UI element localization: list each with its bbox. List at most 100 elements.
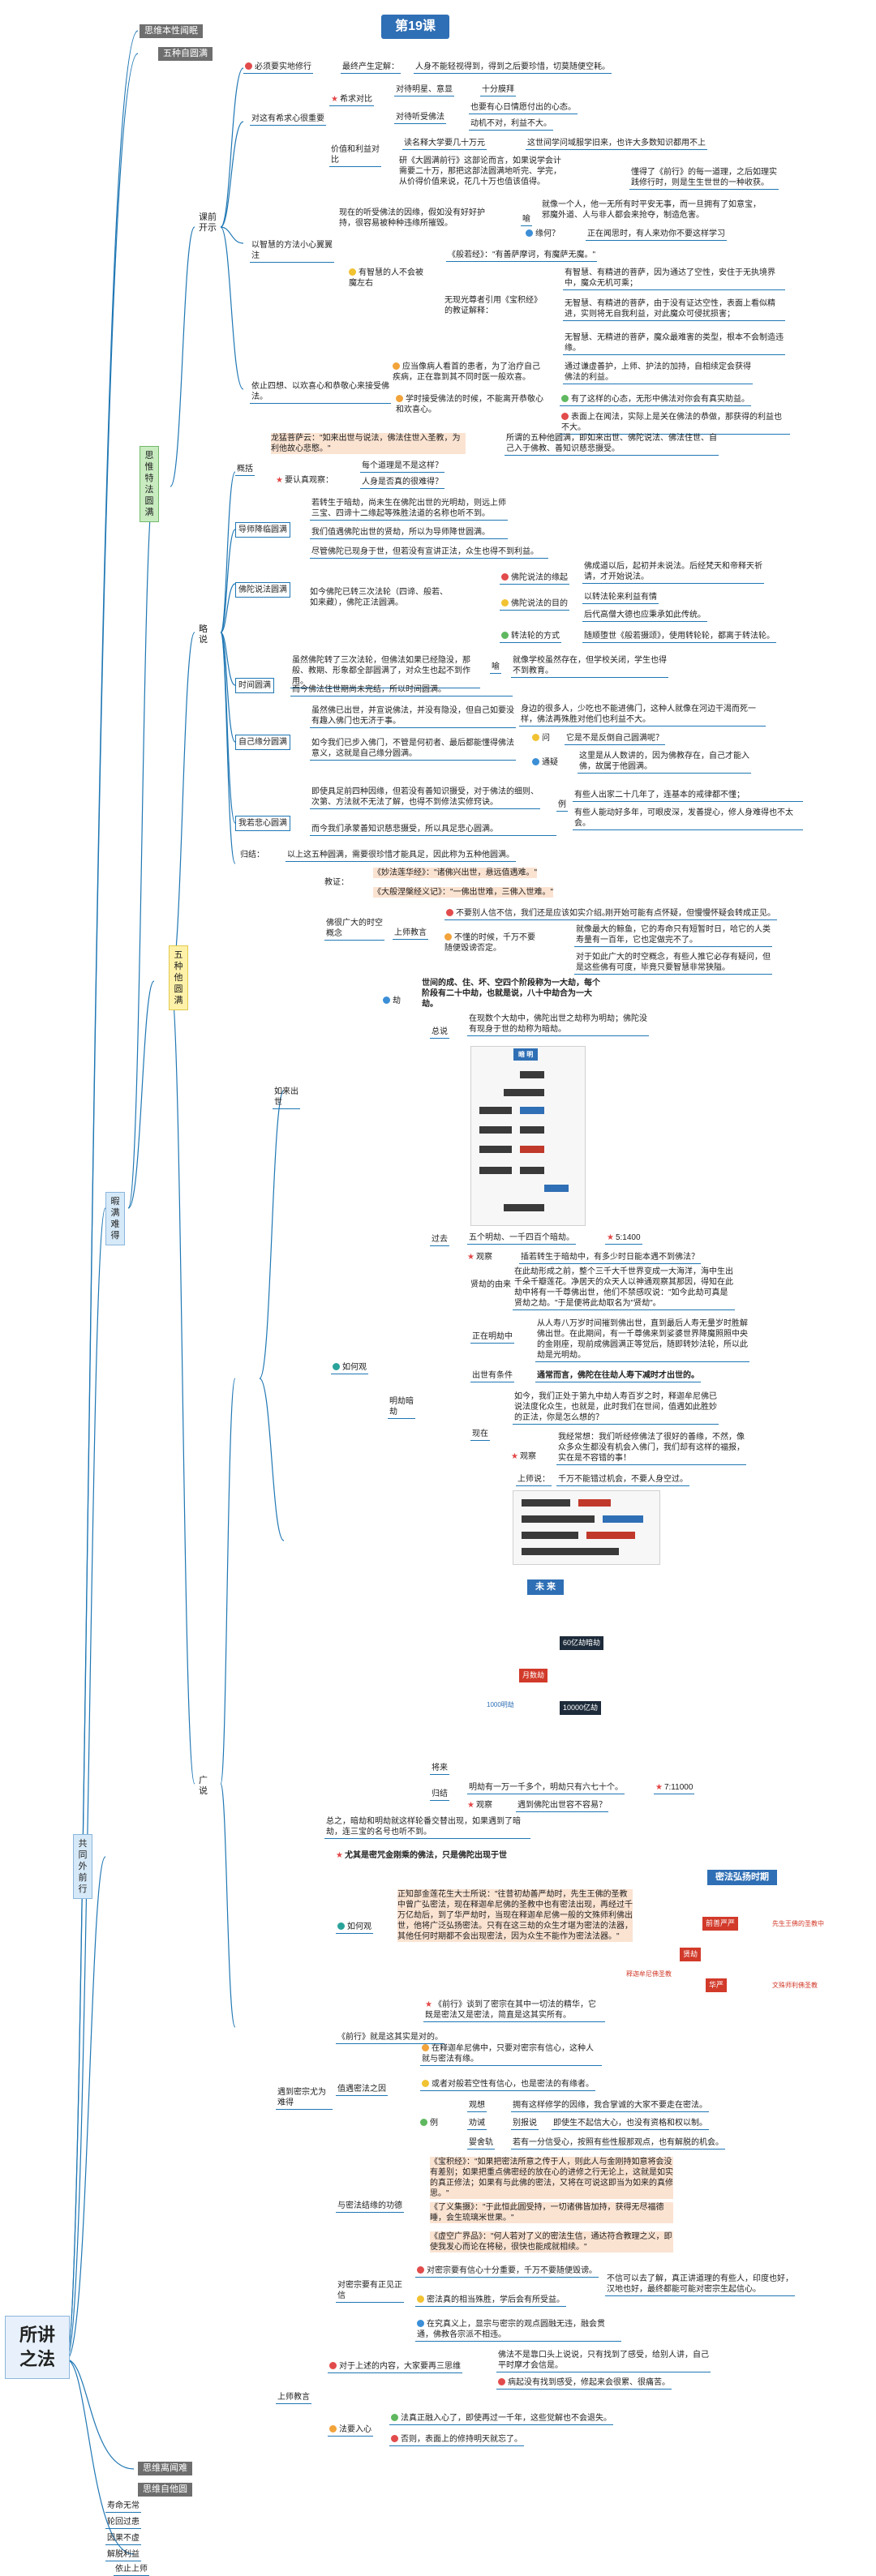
sj-1a: 佛法不是靠口头上说说，只有找到了感受，给别人讲，自己平时摩才会信是。 <box>496 2350 711 2372</box>
mifa-chart-e: 释迦牟尼佛圣教 <box>626 1970 672 1978</box>
jiaozheng-label: 教证： <box>324 878 349 887</box>
jiaoyan-2: 不懂的时候，千万不要随便毁谤否定。 <box>444 933 535 953</box>
beixin-node[interactable]: 我若悲心圆满 <box>235 816 290 831</box>
beixin-li1: 有些人出家二十几年了，连基本的戒律都不懂； <box>573 790 803 802</box>
star-icon: ★ <box>331 95 338 104</box>
zizhuan-tongyi: 通疑 <box>532 757 558 768</box>
diagram-bar <box>522 1515 595 1523</box>
diagram-bar <box>520 1126 544 1134</box>
yudao-miyin-1: 或者对般若空性有信心，也是密法的有缘者。 <box>420 2079 595 2091</box>
zongshuo-label: 总说 <box>430 1027 449 1039</box>
jiazhi-xuewen: 这世间学问域服学旧来，也许大多数知识都用不上 <box>526 138 707 150</box>
zongzhi-text: 总之，暗劫和明劫就这样轮番交替出现，如果遇到了暗劫，连三宝的名号也听不到。 <box>324 1816 530 1839</box>
zizhuan-text1a: 身边的很多人，少吃也不能进佛门，这种人就像在河边干渴而死一样，佛法再殊胜对他们也… <box>519 704 766 727</box>
mifa-chart-c: 华严 <box>706 1978 728 1992</box>
bullet-icon <box>417 2266 424 2274</box>
pusa-b: 无智慧、有精进的菩萨，由于没有证达空性，表面上看似精进，实则将无自我利益，对此魔… <box>563 298 785 321</box>
daoshi-text: 若转生于暗劫，尚未生在佛陀出世的光明劫，则远上师三宝、四谛十二缘起等殊胜法道的名… <box>310 498 508 521</box>
sidebar-item-0[interactable]: 思维本性闻眠 <box>140 24 203 38</box>
mifa-chart-title: 密法弘扬时期 <box>707 1870 777 1885</box>
star-icon: ★ <box>467 1801 474 1810</box>
ruhe-guan[interactable]: 如何观 <box>331 1362 368 1374</box>
mizong-ruhe[interactable]: 如何观 <box>336 1922 373 1934</box>
sidebar-bottom-2[interactable]: 寿命无常 <box>105 2501 141 2513</box>
daoshi-xianjie: 我们值遇佛陀出世的贤劫，所以为导师降世圆满。 <box>310 527 508 539</box>
sidebar-bottom-1[interactable]: 思维自他圆 <box>138 2483 192 2497</box>
jiaozheng-fahua: 《妙法莲华经》："诸佛兴出世，悬远值遇难。" <box>373 868 538 878</box>
star-icon: ★ <box>655 1783 663 1792</box>
duibi-dongji: 动机不对，利益不大。 <box>469 118 553 131</box>
shangshi-jiaoyan: 上师教言 <box>393 928 428 940</box>
weiyuan-quan: 正在闻思时，有人来劝你不要这样学习 <box>586 229 727 241</box>
daoshi-node[interactable]: 导师降临圆满 <box>235 522 290 538</box>
node-lueshuo[interactable]: 略说 <box>199 624 208 645</box>
lueshuo-gaikuo[interactable]: 概括 <box>235 464 255 476</box>
xianjie-text: 在此劫形成之前，整个三千大千世界变成一大海洋，海中生出千朵千瓣莲花。净居天的众天… <box>513 1267 735 1310</box>
lueshuo-guijie: 归结： <box>240 851 264 859</box>
bullet-icon <box>446 909 453 916</box>
sixiang-b: 学时接受佛法的时候，不能离开恭敬心和欢喜心。 <box>396 395 543 414</box>
diagram-bar <box>522 1499 570 1507</box>
shangshi-jiaoyan-2: 上师教言 <box>276 2392 311 2404</box>
sidebar-bottom-4[interactable]: 因果不虚 <box>105 2533 141 2545</box>
shijian-node[interactable]: 时间圆满 <box>235 678 274 693</box>
node-guangshuo[interactable]: 广说 <box>199 1776 208 1796</box>
duibi-xintai: 也要有心日情愿付出的心态。 <box>469 102 578 114</box>
sidebar-bottom-5[interactable]: 解脱利益 <box>105 2549 141 2561</box>
mizong-node[interactable]: 遇到密宗尤为难得 <box>276 2087 333 2110</box>
liaoyi-jishe: 《了义集摄》："于此恒此圆受持，一切诸佛皆加持，获得无尽福德睡，会生琉璃米世果。… <box>430 2202 673 2223</box>
beixin-li2: 有些人能动好多年，可眼皮深，发善提心，修人身难得也不太会。 <box>573 808 803 830</box>
liyu-biebaoshuo-text: 即使生不起信大心，也没有资格和权以制。 <box>552 2118 709 2130</box>
node-gongtong-waiqianxing[interactable]: 共同外前行 <box>73 1834 92 1899</box>
chushi-tiaojian: 出世有条件 <box>470 1370 514 1382</box>
bullet-icon <box>245 62 252 70</box>
kaiti-item-3[interactable]: 以智慧的方法小心翼翼注 <box>250 240 334 263</box>
mizong-title: ★尤其是密咒金刚乘的佛法，只是佛陀出现于世 <box>336 1851 507 1860</box>
kaiti-item-1[interactable]: 必须要实地修行 <box>243 62 313 74</box>
sidebar-bottom-3[interactable]: 轮回过患 <box>105 2517 141 2529</box>
zizhuan-node[interactable]: 自己缘分圆满 <box>235 735 290 750</box>
star-icon: ★ <box>336 1851 343 1860</box>
node-baoman-nande[interactable]: 暇满难得 <box>105 1192 125 1245</box>
mingjie-anjie: 明劫暗劫 <box>388 1396 415 1419</box>
diagram-bar <box>504 1204 544 1211</box>
sixiang-a1: 通过谦虚善护，上师、护法的加持，自相续定会获得佛法的利益。 <box>563 362 753 384</box>
jie-diagram-title: 暗 明 <box>513 1048 539 1061</box>
kaiti-item-4[interactable]: 依止四想、以欢喜心和恭敬心来接受佛法。 <box>250 381 391 404</box>
jiazhi-qianxing: 研《大圆满前行》这部论而言，如果说学会计需要二十万，那把这部法圆满地听完、学完，… <box>399 156 561 186</box>
sj-2a: 法真正融入心了，即使再过一千年，这些觉解也不会退失。 <box>389 2413 613 2425</box>
shuofa-node[interactable]: 佛陀说法圆满 <box>235 582 290 598</box>
sidebar-bottom-6[interactable]: 依止上师 <box>114 2564 149 2576</box>
guancha-2-text: 我经常想：我们听经修佛法了很好的善缘，不然，像众多众生都没有机会入佛门，我们却有… <box>556 1432 746 1465</box>
node-teshu-yuanman[interactable]: 思惟特法圆满 <box>140 446 159 522</box>
sidebar-item-1[interactable]: 五种自圆满 <box>158 47 213 61</box>
kaiti-item-1b: 人身不能轻视得到，得到之后要珍惜，切莫随便空耗。 <box>414 62 612 74</box>
jie-diagram: 暗 明 <box>470 1046 586 1226</box>
bullet-icon <box>337 1922 345 1930</box>
bullet-icon <box>561 395 569 402</box>
star-icon: ★ <box>511 1452 518 1461</box>
zizhuan-text2: 如今我们已步入佛门，不管是何初者、最后都能懂得佛法意义，这就是自己缘分圆满。 <box>310 738 516 761</box>
jiaozheng-niepan: 《大般涅槃经义记》："一佛出世难，三佛入世难。" <box>373 887 554 898</box>
diagram-bar <box>520 1107 544 1114</box>
node-wuzhong-tayuanman[interactable]: 五种他圆满 <box>169 945 188 1010</box>
rulai-node[interactable]: 如来出世 <box>273 1087 300 1109</box>
shuofa-text1: 尽管佛陀已现身于世，但若没有宣讲正法，众生也得不到利益。 <box>310 546 548 559</box>
bullet-icon <box>498 2378 505 2385</box>
weilai-anjie2: 10000亿劫 <box>560 1701 602 1715</box>
sidebar-bottom-0[interactable]: 思维离闻难 <box>138 2462 192 2475</box>
bullet-icon <box>383 997 390 1004</box>
bullet-icon <box>391 2414 398 2421</box>
root-node[interactable]: 所讲之法 <box>5 2316 70 2379</box>
zizhuan-wen1: 它是不是反倒自己圆满呢？ <box>565 733 665 745</box>
kaiti-item-2[interactable]: 对这有希求心很重要 <box>250 114 326 126</box>
guancha-3-text: 遇到佛陀出世容不容易？ <box>516 1800 608 1812</box>
liyu-quanjie: 劝诫 <box>467 2118 487 2130</box>
shangshi-shuo: 上师说： <box>516 1474 552 1486</box>
shuofa-fangshi: 转法轮的方式 <box>500 631 561 643</box>
lesson-badge: 第19课 <box>381 15 449 39</box>
shuofa-fangshi1: 随顺堕世《般若摄颂》，使用转轮轮，都离于转法轮。 <box>582 631 776 643</box>
jie-node[interactable]: 劫 <box>383 996 401 1006</box>
bullet-icon <box>333 1363 340 1370</box>
node-kaiti[interactable]: 课前开示 <box>199 212 217 233</box>
